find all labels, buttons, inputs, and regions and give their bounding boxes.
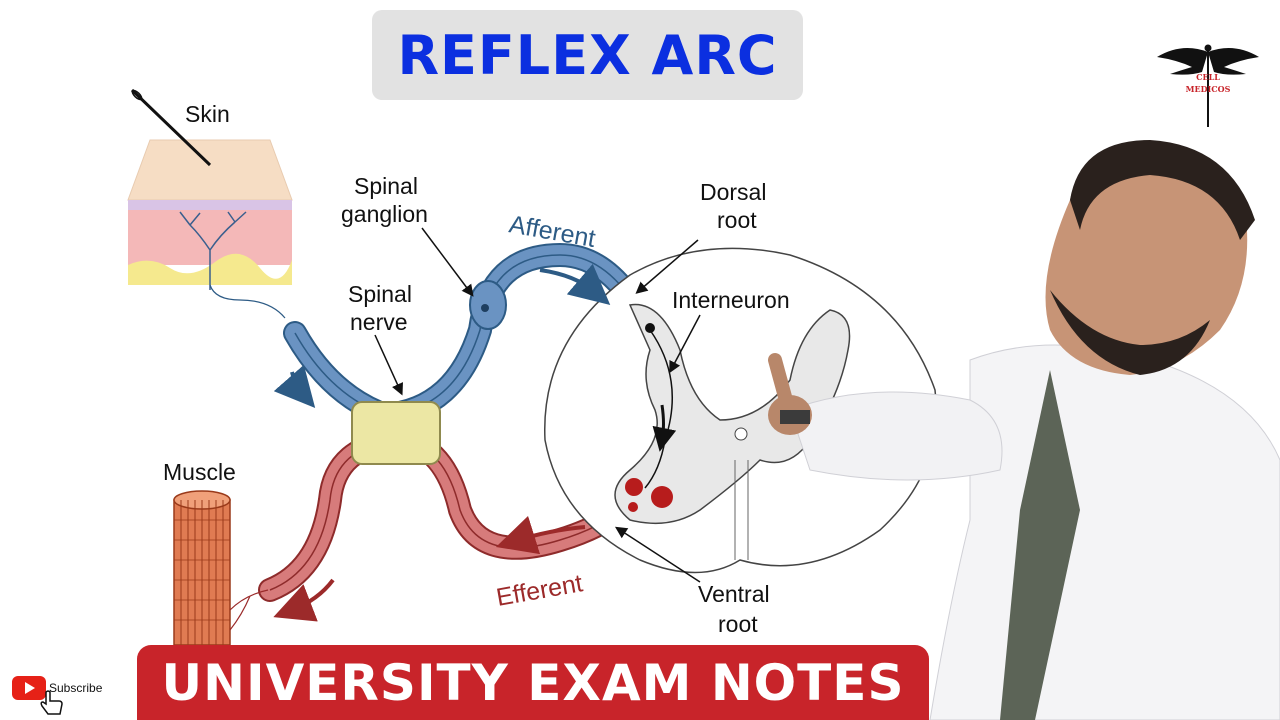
needle xyxy=(130,88,212,167)
label-spinal-nerve: nerve xyxy=(350,309,408,335)
afferent-arrow xyxy=(539,263,611,305)
label-spinal-nerve: Spinal xyxy=(348,281,412,307)
logo-text: CELL xyxy=(1196,72,1220,82)
spinal-nerve-sheath xyxy=(351,401,441,465)
afferent-arrow xyxy=(273,364,316,409)
logo-text: MEDICOS xyxy=(1186,84,1231,94)
youtube-play-icon xyxy=(12,676,46,700)
label-ventral-root: root xyxy=(718,611,758,637)
spinal-cord xyxy=(544,247,938,574)
label-spinal-ganglion: ganglion xyxy=(341,201,428,227)
skin-block xyxy=(127,139,293,319)
interneuron-arrow xyxy=(652,404,677,452)
efferent-arrow xyxy=(495,515,586,555)
caduceus-icon: CELL MEDICOS xyxy=(1157,44,1259,127)
page-title: REFLEX ARC xyxy=(397,23,778,87)
label-ventral-root: Ventral xyxy=(698,581,770,607)
label-dorsal-root: Dorsal xyxy=(700,179,766,205)
muscle xyxy=(173,490,269,646)
subscribe-label: Subscribe xyxy=(49,681,103,695)
label-muscle: Muscle xyxy=(163,459,236,485)
banner: UNIVERSITY EXAM NOTES xyxy=(137,645,929,720)
subscribe-button[interactable] xyxy=(10,676,120,716)
label-spinal-ganglion: Spinal xyxy=(354,173,418,199)
spinal-ganglion xyxy=(469,280,507,330)
label-efferent: Efferent xyxy=(494,569,585,612)
label-dorsal-root: root xyxy=(717,207,757,233)
banner-text: UNIVERSITY EXAM NOTES xyxy=(161,653,905,712)
label-skin: Skin xyxy=(185,101,230,127)
efferent-arrow xyxy=(273,578,335,622)
hand-cursor-icon xyxy=(40,690,63,715)
label-interneuron: Interneuron xyxy=(672,287,790,313)
presenter-image xyxy=(768,140,1280,720)
title-box: REFLEX ARC xyxy=(372,10,803,100)
